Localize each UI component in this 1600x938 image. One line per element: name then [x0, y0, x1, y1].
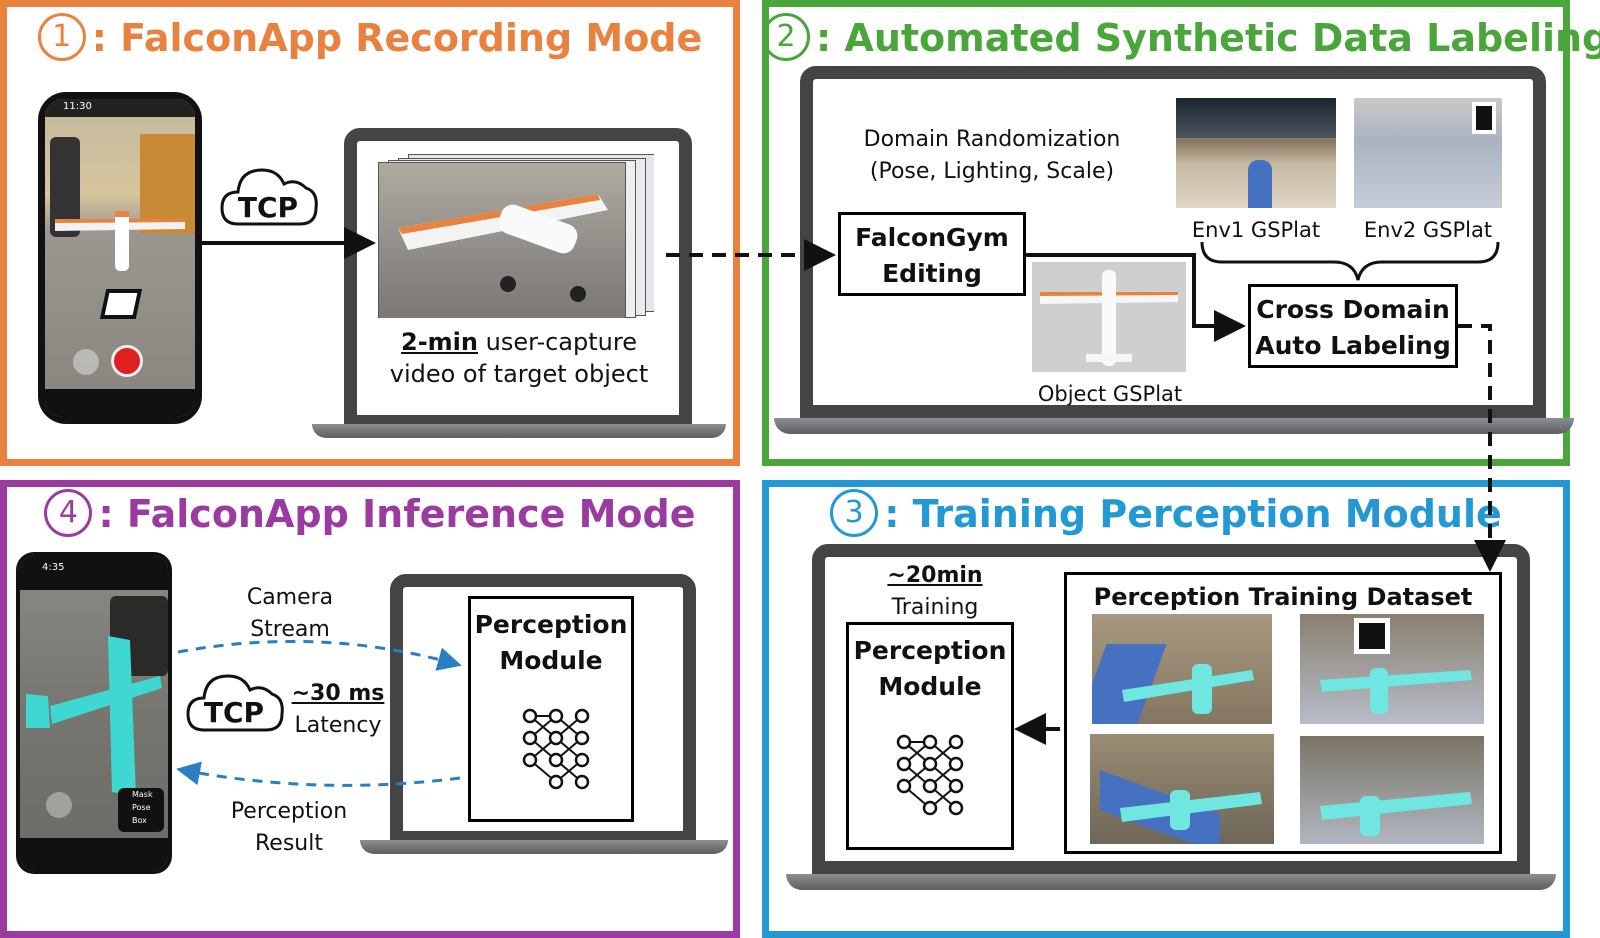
arrow-editing-to-crossdomain [1026, 253, 1246, 342]
phone-status-time-2: 4:35 [42, 562, 65, 573]
pause-button[interactable] [73, 349, 99, 375]
dataset-image-3 [1090, 734, 1274, 844]
arrow-camera-stream [177, 639, 462, 671]
dataset-image-1 [1092, 614, 1272, 724]
env2-gsplat-image [1354, 98, 1502, 208]
phone-recording: 11:30 [38, 92, 202, 424]
tcp-label-1: TCP [237, 191, 299, 224]
panel-1-title: 1: FalconApp Recording Mode [0, 12, 740, 65]
laptop-2-base [774, 418, 1574, 434]
bracket-env-brace [1200, 241, 1500, 281]
dataset-title: Perception Training Dataset [1093, 583, 1473, 611]
step-number-4: 4 [44, 488, 93, 537]
step-number-1: 1 [37, 12, 86, 61]
object-gsplat-label: Object GSPlat [1037, 382, 1183, 406]
airplane-icon [55, 211, 185, 271]
object-gsplat-image [1032, 262, 1186, 372]
step-number-2: 2 [762, 12, 810, 61]
video-frame-stack [378, 154, 654, 318]
env1-gsplat-image [1176, 98, 1336, 208]
panel-recording-mode [0, 0, 740, 466]
panel-3-title: 3: Training Perception Module [762, 488, 1570, 541]
checkbox-pose[interactable]: Pose [132, 803, 151, 812]
domain-randomization-label: Domain Randomization(Pose, Lighting, Sca… [863, 127, 1121, 184]
panel-training-perception [762, 480, 1570, 938]
dataset-image-4 [1300, 736, 1484, 844]
play-button[interactable] [46, 792, 72, 818]
checkbox-mask[interactable]: Mask [132, 790, 153, 799]
record-button[interactable] [111, 345, 143, 377]
arrow-crossdomain-to-dataset [1458, 324, 1506, 572]
step-number-3: 3 [830, 488, 879, 537]
laptop-3-base [786, 874, 1556, 890]
checkbox-box[interactable]: Box [132, 816, 147, 825]
overlay-options-panel [118, 788, 164, 832]
panel-2-title: 2: Automated Synthetic Data Labeling [762, 12, 1600, 65]
airplane-mask-icon [26, 636, 162, 796]
tcp-label-2: TCP [203, 696, 265, 729]
panel-4-title: 4: FalconApp Inference Mode [0, 488, 740, 541]
phone-tab-bar [45, 389, 195, 417]
arrow-perception-result [176, 761, 461, 787]
phone-status-time: 11:30 [63, 101, 92, 112]
laptop-4-base [360, 840, 728, 854]
env1-label: Env1 GSPlat [1191, 218, 1321, 242]
panel-synthetic-labeling [762, 0, 1570, 466]
phone-tab-bar-2 [20, 838, 168, 870]
phone-inference: 4:35 Mask Pose Box [16, 552, 172, 874]
panel-inference-mode [0, 480, 740, 938]
laptop-1-base [312, 424, 726, 438]
env2-label: Env2 GSPlat [1363, 218, 1493, 242]
dataset-image-2 [1300, 614, 1484, 724]
